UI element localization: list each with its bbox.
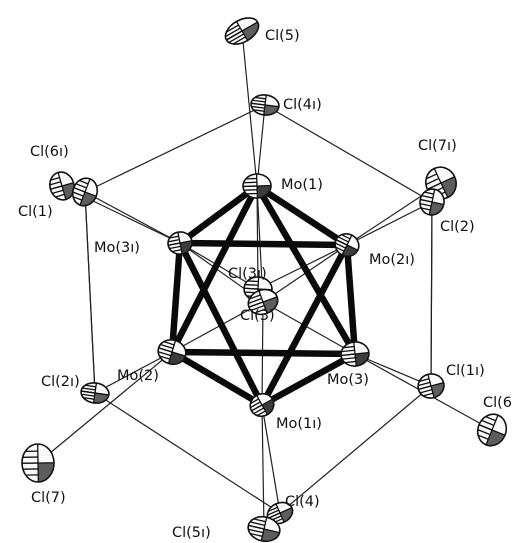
atom-label-Cl5i: Cl(5ı) [172,525,211,541]
atom-label-Mo2i: Mo(2ı) [369,252,415,268]
link-bond-Cl2-Mo2i [346,201,433,246]
atom-label-Mo1i: Mo(1ı) [276,416,322,432]
atom-Cl4i [250,94,280,116]
mo-mo-bond-Mo3-Mo1i [258,350,359,409]
atom-label-Cl6: Cl(6 [483,395,512,411]
apical-bond-Mo2-Cl7 [37,351,173,464]
atom-layer [21,17,508,543]
link-bond-Cl4-Mo1i [261,404,281,514]
atom-Cl1 [71,177,99,207]
atom-label-Mo1: Mo(1) [281,177,323,193]
cube-edge-Cl4i-Cl1 [84,104,266,193]
atom-Mo1 [242,173,272,199]
mo-mo-bond-Mo3i-Mo1i [176,239,266,409]
atom-label-Cl4: Cl(4) [285,494,320,510]
atom-Cl1i [417,373,445,399]
atom-label-Cl2: Cl(2) [440,219,475,235]
atom-Cl5 [224,17,260,45]
link-bond-Cl2i-Mo2 [94,351,173,394]
mo-mo-bond-Mo1-Mo3 [253,182,359,358]
apical-bond-Mo1i-Cl5i [261,404,265,530]
mo-mo-bond-Mo2-Mo1i [168,348,266,409]
link-bond-Cl4i-Mo1 [256,104,266,187]
atom-Cl6i [49,171,75,201]
atom-label-Cl6i: Cl(6ı) [30,144,69,160]
cube-edge-Cl2i-Cl4 [94,392,281,514]
atom-label-Cl1: Cl(1) [18,204,53,220]
atom-Mo2 [157,339,187,365]
atom-label-Cl7: Cl(7) [31,490,66,506]
link-bond-Cl1-Cl2i [84,191,96,394]
mo-mo-bond-Mo3i-Mo2 [168,239,184,356]
mo-mo-bond-Mo2i-Mo3 [343,241,359,358]
atom-Cl3 [247,288,279,316]
mo-mo-bond-Mo2-Mo3 [168,348,359,358]
atom-label-Mo3: Mo(3) [327,372,369,388]
atom-label-Cl1i: Cl(1ı) [446,363,485,379]
mo-mo-bond-Mo1-Mo3i [176,182,261,247]
atom-label-Cl7i: Cl(7ı) [418,138,457,154]
atom-Mo3 [340,341,370,367]
mo-mo-bond-Mo1-Mo2 [168,182,261,356]
atom-Mo1i [249,392,275,418]
link-bond-Cl2-Cl1i [430,201,433,387]
atom-label-Cl4i: Cl(4ı) [283,97,322,113]
atom-Cl7 [21,443,55,483]
atom-label-Cl5: Cl(5) [265,28,300,44]
atom-label-Cl3: Cl(3) [240,308,275,324]
atom-label-Cl3i: Cl(3ı) [228,266,267,282]
atom-Cl2i [80,382,110,404]
atom-Cl2 [419,188,445,216]
inner-bond-Mo3-Cl3 [262,301,356,355]
link-bond-Cl1-Mo3i [84,191,181,244]
atom-Mo3i [167,231,193,255]
apical-bond-Mo1-Cl5 [241,30,258,187]
cube-edge-Cl1i-Cl4 [279,385,432,514]
label-layer: Cl(5) Cl(4ı) Cl(6ı) Cl(1) Mo(1) Cl(7ı) Cl(2) Mo… [18,28,512,541]
inner-bond-Mo2-Cl3 [171,301,264,353]
atom-label-Cl2i: Cl(2ı) [41,374,80,390]
atom-Mo2i [334,233,360,257]
cube-edge-Cl4i-Cl2 [264,104,433,203]
atom-label-Mo3i: Mo(3ı) [94,240,140,256]
mo-mo-bond-layer [168,182,359,409]
mo-mo-bond-Mo1-Mo2i [253,182,351,249]
mo-mo-bond-Mo2i-Mo1i [258,241,351,409]
atom-Cl5i [247,515,281,543]
mo-mo-bond-Mo3i-Mo2i [176,239,351,249]
inner-bond-Mo1-Cl3i [256,185,259,290]
atom-Cl6 [476,413,508,447]
atom-label-Mo2: Mo(2) [117,368,159,384]
